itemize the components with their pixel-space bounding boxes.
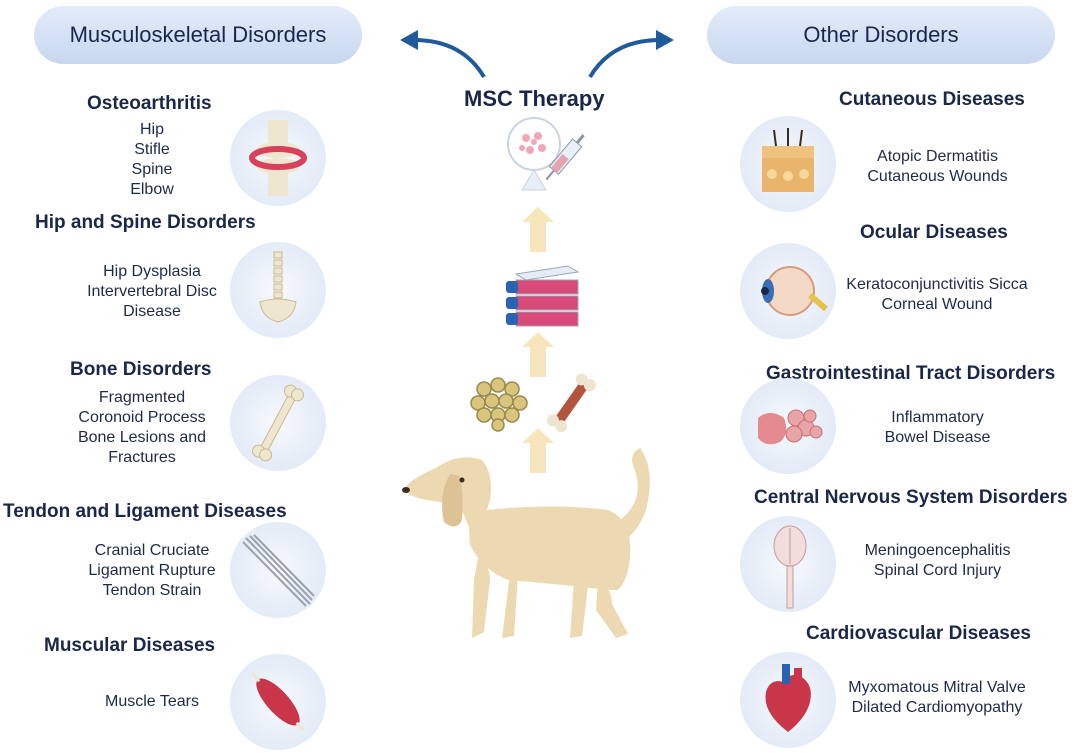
muscle-icon [230, 654, 326, 750]
up-arrow-icon [522, 332, 554, 377]
list-item: Muscle Tears [105, 693, 199, 710]
ocular-diseases-title: Ocular Diseases [860, 222, 1008, 243]
up-arrow-icon [522, 428, 554, 473]
list-item: Spinal Cord Injury [873, 562, 1002, 579]
gi-items: Inflammatory Bowel Disease [850, 408, 1025, 448]
dog-icon [402, 448, 650, 638]
intestine-icon [740, 378, 836, 474]
skin-icon [740, 116, 836, 212]
cutaneous-items: Atopic Dermatitis Cutaneous Wounds [850, 147, 1025, 187]
joint-icon [230, 110, 326, 206]
gi-tract-title: Gastrointestinal Tract Disorders [766, 363, 1056, 384]
list-item: Tendon Strain [102, 582, 202, 599]
cutaneous-diseases-title: Cutaneous Diseases [839, 89, 1025, 110]
list-item: Meningoencephalitis [864, 542, 1011, 559]
list-item: Cutaneous Wounds [867, 168, 1008, 185]
muscular-items: Muscle Tears [70, 692, 234, 712]
list-item: Stifle [134, 141, 170, 158]
bone-disorders-title: Bone Disorders [70, 359, 212, 380]
list-item: Dilated Cardiomyopathy [851, 699, 1023, 716]
list-item: Fragmented [98, 389, 186, 406]
list-item: Bone Lesions and [77, 429, 207, 446]
cardiovascular-items: Myxomatous Mitral Valve Dilated Cardiomy… [832, 678, 1042, 718]
list-item: Coronoid Process [78, 409, 206, 426]
eye-icon [740, 243, 836, 339]
list-item: Disease [123, 303, 181, 320]
cardiovascular-title: Cardiovascular Diseases [806, 623, 1031, 644]
list-item: Hip [139, 121, 164, 138]
list-item: Keratoconjunctivitis Sicca [846, 276, 1028, 293]
syringe-icon [507, 117, 585, 191]
ligament-icon [230, 522, 326, 618]
tendon-ligament-items: Cranial Cruciate Ligament Rupture Tendon… [70, 541, 234, 601]
bone-marrow-icon [546, 373, 596, 433]
other-disorders-header-label: Other Disorders [803, 22, 959, 47]
ocular-items: Keratoconjunctivitis Sicca Corneal Wound [832, 275, 1042, 315]
tendon-ligament-title: Tendon and Ligament Diseases [3, 501, 287, 522]
adipose-tissue-icon [470, 377, 528, 432]
list-item: Intervertebral Disc [87, 283, 217, 300]
heart-icon [740, 652, 836, 748]
culture-flask-icon [506, 265, 580, 327]
list-item: Myxomatous Mitral Valve [848, 679, 1026, 696]
hip-spine-title: Hip and Spine Disorders [35, 212, 256, 233]
list-item: Inflammatory [891, 409, 984, 426]
bone-disorders-items: Fragmented Coronoid Process Bone Lesions… [60, 388, 224, 468]
osteoarthritis-title: Osteoarthritis [87, 93, 212, 114]
muscular-diseases-title: Muscular Diseases [44, 635, 216, 656]
right-arrow-head-icon [656, 30, 674, 50]
cns-items: Meningoencephalitis Spinal Cord Injury [850, 541, 1025, 581]
list-item: Cranial Cruciate [94, 542, 210, 559]
msc-therapy-title: MSC Therapy [464, 86, 605, 111]
list-item: Hip Dysplasia [103, 263, 201, 280]
spine-icon [230, 242, 326, 338]
list-item: Spine [131, 161, 173, 178]
list-item: Bowel Disease [884, 429, 991, 446]
other-disorders-header: Other Disorders [707, 6, 1055, 64]
osteoarthritis-items: Hip Stifle Spine Elbow [102, 120, 202, 200]
right-curved-arrow-icon [588, 38, 661, 79]
up-arrow-icon [522, 207, 554, 252]
brain-icon [740, 516, 836, 612]
list-item: Fractures [108, 449, 176, 466]
left-curved-arrow-icon [413, 38, 486, 79]
list-item: Corneal Wound [881, 296, 993, 313]
hip-spine-items: Hip Dysplasia Intervertebral Disc Diseas… [70, 262, 234, 322]
list-item: Elbow [130, 181, 174, 198]
left-arrow-head-icon [400, 30, 418, 50]
musculoskeletal-header: Musculoskeletal Disorders [34, 6, 362, 64]
bone-icon [230, 375, 326, 471]
cns-disorders-title: Central Nervous System Disorders [754, 487, 1068, 508]
list-item: Atopic Dermatitis [877, 148, 998, 165]
musculoskeletal-header-label: Musculoskeletal Disorders [69, 22, 327, 47]
list-item: Ligament Rupture [88, 562, 216, 579]
